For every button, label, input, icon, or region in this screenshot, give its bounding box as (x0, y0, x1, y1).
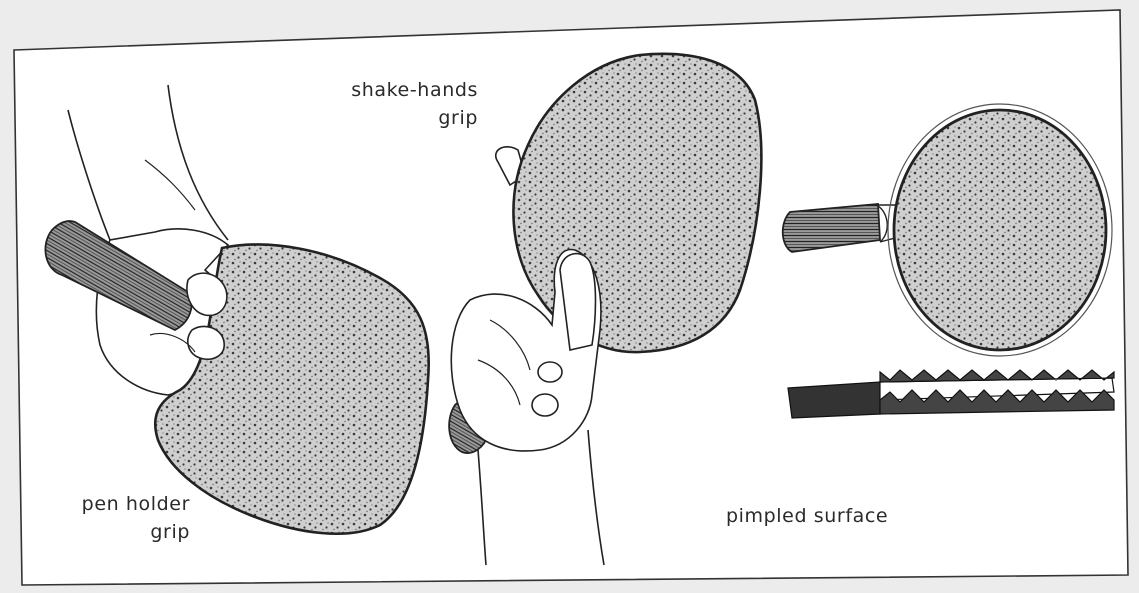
pimpled-bat-blade (894, 110, 1106, 350)
shake-hands-caption-line2: grip (330, 104, 478, 132)
pen-holder-caption-line2: grip (40, 518, 190, 546)
pimpled-surface-caption: pimpled surface (726, 502, 888, 530)
pen-holder-grip-caption: pen holder grip (40, 490, 190, 546)
shake-hands-caption-line1: shake-hands (330, 76, 478, 104)
pen-holder-caption-line1: pen holder (40, 490, 190, 518)
shake-hands-grip-caption: shake-hands grip (330, 76, 478, 132)
